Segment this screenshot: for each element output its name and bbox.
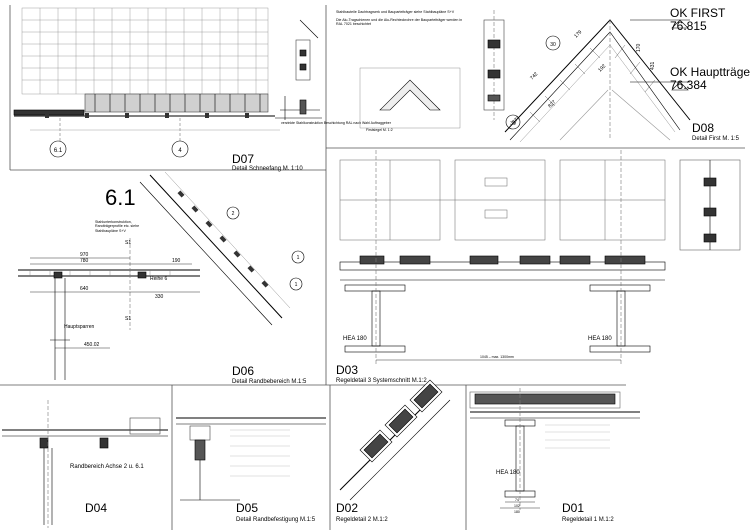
- d03-hea-left: HEA 180: [343, 336, 367, 342]
- d06-circle-1b-label: 1: [295, 282, 298, 288]
- d06-axis-number: 6.1: [105, 185, 136, 210]
- d07-notes-box: Stahlbauteile Dachtragwerk und Baupartei…: [336, 10, 463, 27]
- d06-randbereich-detail: 6.1 2 1 1: [18, 171, 307, 385]
- d08-vertical-profile: [483, 10, 505, 120]
- d02-id: D02: [336, 501, 358, 515]
- d08-title: Detail First M. 1:5: [692, 136, 740, 142]
- d06-dim-450: 450.02: [84, 342, 100, 348]
- d01-dim-74: 74: [515, 498, 519, 502]
- d07-note2: Die Alu-Tragschienen und die Alu-Rechtec…: [336, 17, 463, 27]
- d01-title: Regeldetail 1 M.1:2: [562, 517, 614, 523]
- d07-schneefang-detail: 6.1 4 verzinkte Stahlkonstruktion Beschi…: [13, 7, 392, 172]
- d01-hea: HEA 180: [496, 470, 520, 476]
- d03-id: D03: [336, 363, 358, 377]
- d06-s1-bottom: S1: [125, 316, 131, 322]
- d07-side-section: [275, 19, 322, 120]
- d08-dim-827: 827: [547, 99, 557, 109]
- d05-detail: D05 Detail Randbefestigung M.1:5: [176, 417, 326, 523]
- d07-axis-b-label: 4: [178, 148, 182, 154]
- d03-upper-panels: [339, 159, 666, 241]
- d06-hauptsparren: Hauptsparren: [64, 324, 95, 330]
- d08-ridge-section: [504, 19, 691, 143]
- d08-dim-179: 179: [573, 29, 583, 39]
- d06-dim-190: 190: [172, 258, 181, 264]
- d06-horizontal-beam: [18, 269, 200, 279]
- d08-inset-box: [359, 67, 461, 129]
- d06-dim-780: 780: [80, 258, 89, 264]
- d08-ok-haupt-label: OK Hauptträger: [670, 65, 750, 79]
- d06-circle-1a: [291, 250, 305, 264]
- d08-dim-742: 742: [529, 71, 539, 81]
- d08-dim-192: 192: [597, 63, 607, 73]
- d03-systemschnitt-detail: 1045 – max. 1300mm HEA 180 HEA 180 D03 R…: [336, 150, 741, 384]
- d07-axis-circle-a: [49, 140, 67, 158]
- d07-panel-grid: [21, 7, 269, 95]
- d04-label: Randbereich Achse 2 u. 6.1: [70, 464, 144, 470]
- d07-id: D07: [232, 152, 254, 166]
- d07-axis-circle-b: [171, 140, 189, 158]
- d04-id: D04: [85, 501, 107, 515]
- d07-snow-guard-band: [84, 93, 269, 113]
- d04-detail: Randbereich Achse 2 u. 6.1 D04: [2, 400, 168, 528]
- d08-axis-circle-b: [505, 114, 521, 130]
- d06-sloped-roof: [139, 171, 291, 326]
- d06-circle-2-label: 2: [232, 211, 235, 217]
- d08-dim-431: 431: [650, 61, 656, 70]
- d05-title: Detail Randbefestigung M.1:5: [236, 517, 316, 523]
- d06-s1-top: S1: [125, 240, 131, 246]
- d08-ok-first-value: 76.815: [670, 19, 707, 33]
- d06-dimension-lines: [30, 257, 200, 349]
- d06-note: Stahlunterkonstruktion, Randträgerprofil…: [95, 220, 140, 233]
- d06-circle-2: [226, 206, 240, 220]
- d06-dim-640: 640: [80, 286, 89, 292]
- d03-title: Regeldetail 3 Systemschnitt M.1:2: [336, 378, 427, 384]
- d06-row-label: Reihe 6: [150, 276, 167, 282]
- d06-title: Detail Randbebereich M.1:5: [232, 379, 307, 385]
- d07-axis-a-label: 6.1: [54, 148, 63, 154]
- d03-hea-right: HEA 180: [588, 336, 612, 342]
- d08-id: D08: [692, 121, 714, 135]
- d06-id: D06: [232, 364, 254, 378]
- d08-axis-a: 30: [550, 42, 556, 48]
- d01-dim-102: 102: [514, 504, 520, 508]
- d03-side-section: [679, 159, 741, 251]
- d07-note3: verzinkte Stahlkonstruktion Beschichtung…: [281, 121, 392, 125]
- d02-profiles: [359, 379, 443, 463]
- d06-circle-1b: [289, 277, 303, 291]
- d08-dim-170: 170: [636, 43, 642, 52]
- d01-detail: HEA 180 74 102 180 D01 Regeldetail 1 M.1…: [469, 388, 640, 523]
- d03-span-dim: 1045 – max. 1300mm: [480, 355, 514, 359]
- d08-axis-b: 39: [510, 121, 516, 127]
- d02-detail: D02 Regeldetail 2 M.1:2: [336, 379, 451, 523]
- d08-inset-label: Firstsiegel M. 1:2: [366, 128, 393, 132]
- d01-id: D01: [562, 501, 584, 515]
- d06-dim-970: 970: [80, 252, 89, 258]
- panel-frames: [0, 5, 745, 530]
- d08-ok-haupt-value: 76.384: [670, 78, 707, 92]
- d08-dim-277: 277: [511, 115, 521, 125]
- d05-id: D05: [236, 501, 258, 515]
- d01-dim-180: 180: [514, 510, 520, 514]
- d08-ok-first-label: OK FIRST: [670, 6, 726, 20]
- d06-dim-330: 330: [155, 294, 164, 300]
- d03-roof-cover: [339, 255, 666, 281]
- d02-title: Regeldetail 2 M.1:2: [336, 517, 388, 523]
- d07-title: Detail Schneefang M. 1:10: [232, 166, 303, 172]
- d08-axis-circle-a: [545, 35, 561, 51]
- d06-note-box: Stahlunterkonstruktion, Randträgerprofil…: [95, 220, 140, 233]
- d07-note1: Stahlbauteile Dachtragwerk und Baupartei…: [336, 10, 455, 14]
- d08-first-detail: Stahlbauteile Dachtragwerk und Baupartei…: [336, 6, 750, 143]
- d06-circle-1a-label: 1: [297, 255, 300, 261]
